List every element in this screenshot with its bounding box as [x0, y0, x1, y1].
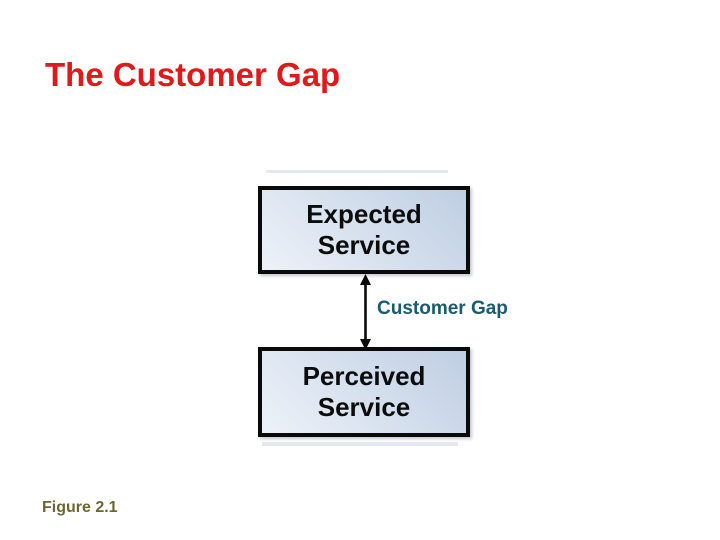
slide-title: The Customer Gap — [45, 56, 341, 93]
figure-caption: Figure 2.1 — [42, 499, 118, 516]
perceived-service-label-line1: Perceived — [302, 361, 426, 391]
expected-service-label-line1: Expected — [306, 199, 422, 229]
double-arrow-icon — [360, 274, 371, 350]
expected-service-label-line2: Service — [317, 230, 411, 260]
perceived-service-box: Perceived Service — [258, 347, 470, 437]
customer-gap-label: Customer Gap — [377, 298, 508, 319]
perceived-service-label-line2: Service — [317, 392, 411, 422]
expected-service-box: Expected Service — [258, 186, 470, 274]
expected-box-shadow-artifact — [266, 170, 448, 173]
perceived-box-shadow-artifact — [262, 442, 458, 446]
